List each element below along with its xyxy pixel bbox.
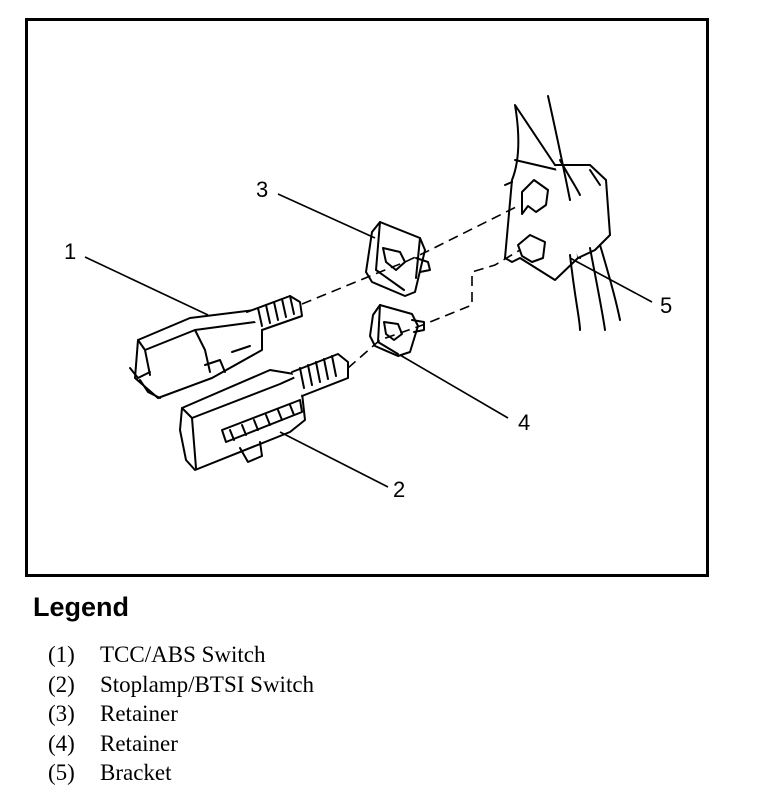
leader-line-2 — [279, 431, 389, 488]
legend-item-label: Retainer — [100, 701, 178, 726]
callout-2: 2 — [393, 477, 405, 502]
callout-1: 1 — [64, 239, 76, 264]
legend-item-number: (5) — [48, 760, 75, 785]
stoplamp-btsi-switch — [179, 353, 349, 471]
tcc-abs-switch — [129, 295, 303, 399]
bracket — [504, 95, 621, 331]
alignment-line-lower — [347, 249, 521, 369]
figure-frame — [25, 18, 709, 577]
retainer-upper — [365, 221, 431, 297]
legend-item: (3) Retainer — [48, 699, 314, 729]
leader-line-5 — [569, 257, 653, 303]
legend-item: (2) Stoplamp/BTSI Switch — [48, 670, 314, 700]
legend-item-label: Retainer — [100, 730, 178, 756]
leader-line-4 — [399, 354, 509, 419]
legend-item-number: (4) — [48, 730, 75, 756]
legend-item: (5) Bracket — [48, 758, 314, 788]
alignment-line-upper — [301, 204, 521, 305]
legend-item-number: (3) — [48, 701, 75, 726]
leader-line-1 — [84, 256, 209, 316]
legend-list: (1) TCC/ABS Switch (2) Stoplamp/BTSI Switc… — [48, 640, 314, 788]
legend-item-label: Bracket — [100, 760, 172, 785]
callout-5: 5 — [660, 293, 672, 318]
legend-item-label: TCC/ABS Switch — [100, 642, 266, 667]
callout-3: 3 — [256, 177, 268, 202]
legend-item: (4) Retainer — [48, 729, 314, 759]
legend-item: (1) TCC/ABS Switch — [48, 640, 314, 670]
legend-item-number: (1) — [48, 642, 75, 667]
callout-4: 4 — [518, 410, 530, 435]
legend-item-number: (2) — [48, 671, 75, 697]
legend-title: Legend — [33, 592, 130, 622]
retainer-lower — [369, 304, 425, 357]
leader-line-3 — [277, 193, 376, 239]
legend-item-label: Stoplamp/BTSI Switch — [100, 671, 315, 697]
